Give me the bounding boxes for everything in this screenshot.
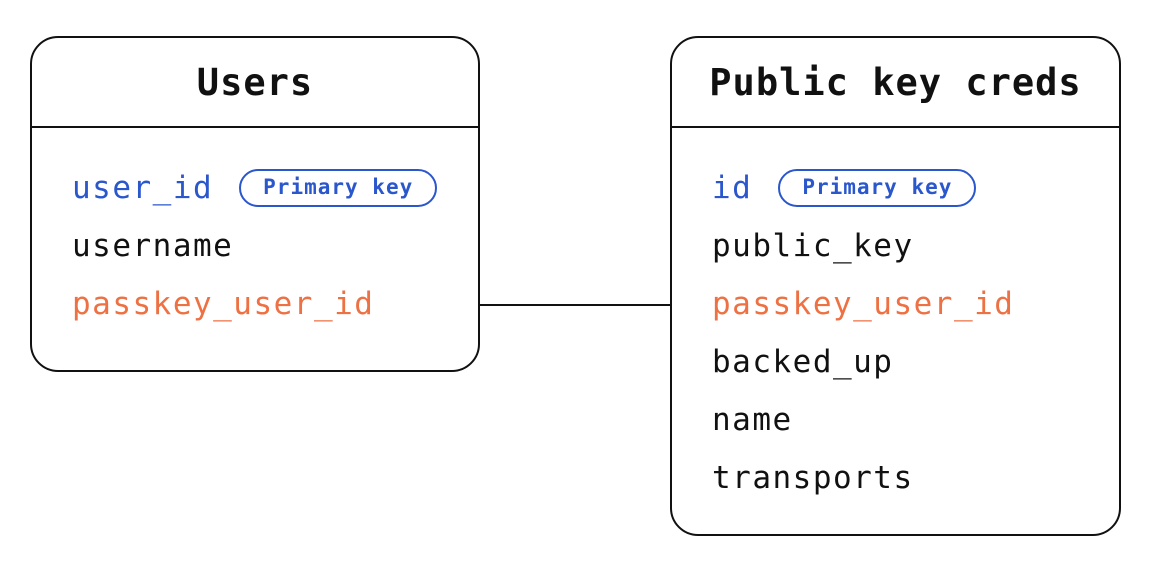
table-row: passkey_user_id: [72, 275, 478, 333]
public-key-creds-table-title: Public key creds: [672, 38, 1119, 128]
users-table: Users user_id Primary key username passk…: [30, 36, 480, 372]
public-key-creds-table-rows: id Primary key public_key passkey_user_i…: [672, 128, 1119, 507]
field-public-key: public_key: [712, 228, 914, 264]
users-table-title: Users: [32, 38, 478, 128]
table-row: user_id Primary key: [72, 159, 478, 217]
primary-key-badge: Primary key: [239, 169, 438, 207]
public-key-creds-table: Public key creds id Primary key public_k…: [670, 36, 1121, 536]
table-row: passkey_user_id: [712, 275, 1119, 333]
field-backed-up: backed_up: [712, 344, 894, 380]
table-row: transports: [712, 449, 1119, 507]
table-row: name: [712, 391, 1119, 449]
table-row: public_key: [712, 217, 1119, 275]
users-table-rows: user_id Primary key username passkey_use…: [32, 128, 478, 333]
field-passkey-user-id: passkey_user_id: [72, 286, 375, 322]
table-row: username: [72, 217, 478, 275]
field-username: username: [72, 228, 234, 264]
table-row: backed_up: [712, 333, 1119, 391]
primary-key-badge: Primary key: [778, 169, 977, 207]
relationship-connector-line: [479, 304, 671, 306]
field-name: name: [712, 402, 793, 438]
table-row: id Primary key: [712, 159, 1119, 217]
field-id: id: [712, 170, 753, 206]
field-passkey-user-id: passkey_user_id: [712, 286, 1015, 322]
field-transports: transports: [712, 460, 914, 496]
field-user-id: user_id: [72, 170, 214, 206]
